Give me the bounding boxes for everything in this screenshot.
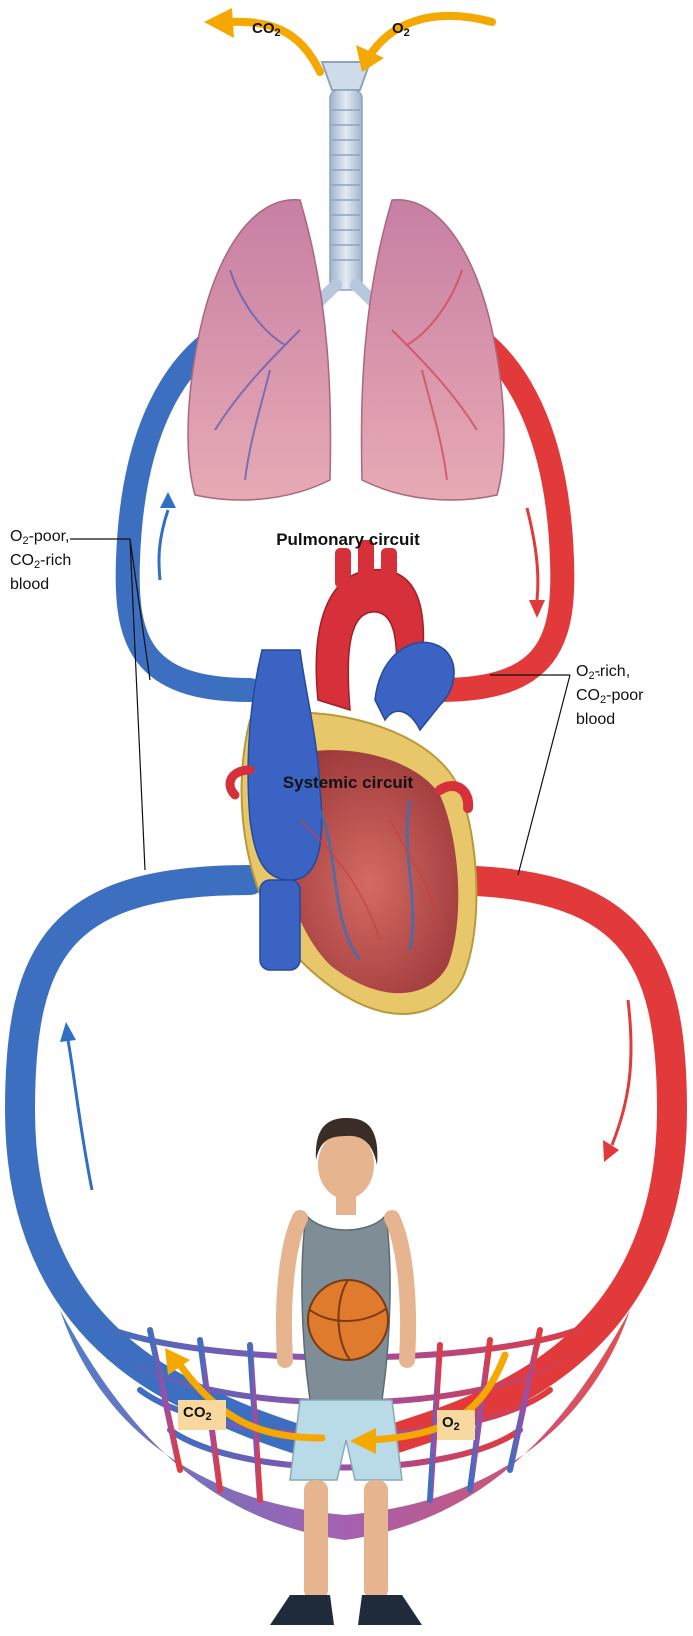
right-blood-annotation: O2-rich, CO2-poor blood xyxy=(576,662,643,729)
right-annotation-line2: CO2-poor xyxy=(576,686,643,710)
o2-inhale-label: O2 xyxy=(392,20,410,39)
left-annotation-line1: O2-poor, xyxy=(10,527,71,551)
right-lung xyxy=(361,200,504,500)
person-figure xyxy=(270,1118,422,1625)
systemic-circuit-label: Systemic circuit xyxy=(228,773,468,793)
left-shoe xyxy=(270,1595,334,1625)
right-annotation-line1: O2-rich, xyxy=(576,662,643,686)
co2-exhale-arrowhead xyxy=(204,8,234,38)
o2-inhale-arrow xyxy=(370,16,492,55)
co2-tissue-label: CO2 xyxy=(183,1404,212,1423)
right-shoe xyxy=(358,1595,422,1625)
pulmonary-circuit-label: Pulmonary circuit xyxy=(233,530,463,550)
left-annotation-line3: blood xyxy=(10,575,71,594)
left-annotation-line2: CO2-rich xyxy=(10,551,71,575)
o2-tissue-label: O2 xyxy=(442,1414,460,1433)
co2-exhale-label: CO2 xyxy=(252,20,281,39)
right-annotation-line3: blood xyxy=(576,710,643,729)
left-blood-annotation: O2-poor, CO2-rich blood xyxy=(10,527,71,594)
left-lung xyxy=(188,200,331,500)
